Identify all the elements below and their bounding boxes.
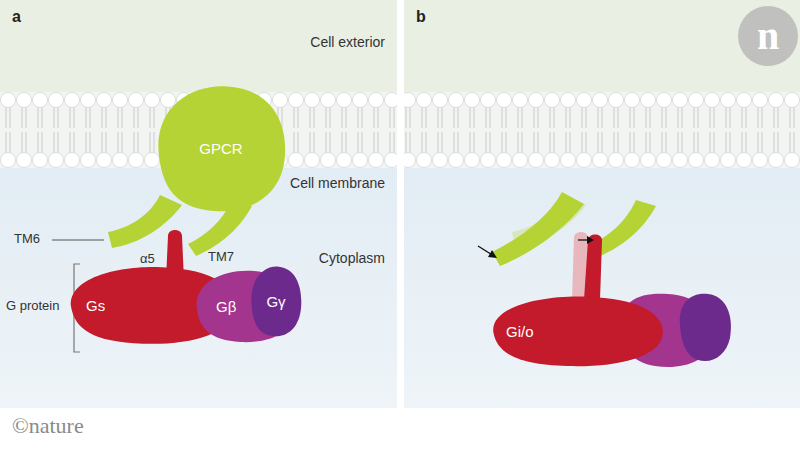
panel-letter: b <box>416 8 426 26</box>
lipid-bilayer <box>404 92 800 168</box>
g-gamma-subunit <box>680 294 731 361</box>
exterior-ground <box>0 0 397 100</box>
tm6-helix <box>492 192 584 266</box>
alpha5-helix <box>584 234 602 300</box>
subunit-label: GPCR <box>199 140 242 157</box>
subunit-label: Gs <box>86 297 105 314</box>
leader-line <box>52 240 104 241</box>
gpcr-receptor: GPCR <box>150 78 292 218</box>
region-label: Cell membrane <box>290 175 385 191</box>
helix-label: TM6 <box>14 232 40 247</box>
subunit-label: Gβ <box>216 298 236 315</box>
group-label: G protein <box>6 299 59 314</box>
logo-letter: n <box>757 13 779 59</box>
panel-gap <box>397 0 404 408</box>
helix-label: α5 <box>140 252 155 267</box>
logo-badge <box>738 6 798 66</box>
exterior-ground <box>404 0 800 100</box>
region-label: Cytoplasm <box>319 250 385 266</box>
subunit-label: Gi/o <box>506 323 534 340</box>
region-label: Cell exterior <box>310 34 385 50</box>
helix-label: TM7 <box>208 250 234 265</box>
subunit-label: Gγ <box>266 293 285 310</box>
arrowhead <box>488 250 497 258</box>
membrane-core <box>404 92 800 168</box>
g-alpha-subunit: Gi/o <box>482 292 672 370</box>
arrowhead <box>587 236 594 244</box>
g-gamma-subunit: Gγ <box>248 262 304 340</box>
copyright-mark: ©nature <box>12 413 84 438</box>
panel-letter: a <box>12 8 21 26</box>
